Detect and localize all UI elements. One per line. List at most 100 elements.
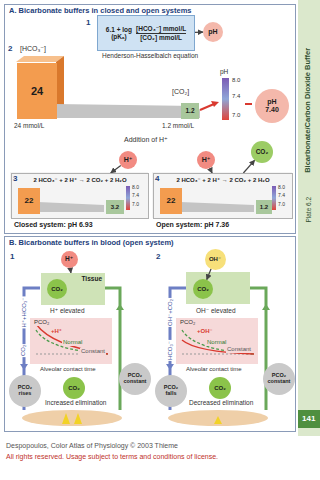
text-column: PCO₂ constant [267, 373, 291, 385]
node-text: CO₂ [68, 385, 80, 392]
text-column: 22 [167, 196, 176, 205]
co2-circle: CO₂ [193, 279, 213, 299]
curve-label: Constant [226, 346, 252, 353]
co2-block: 1.2 [181, 103, 199, 119]
concentration-label: 1.2 mmol/L [162, 122, 194, 129]
text-column: PCO₂ rises [13, 385, 37, 397]
ph-circle: pH [203, 22, 223, 42]
text-column: CO₂ [214, 385, 226, 392]
curve-label: Normal [206, 339, 227, 346]
bicarbonate-block: 22 [160, 188, 182, 214]
normal-curve [182, 330, 254, 354]
node-text: H⁺ [65, 255, 73, 262]
pco2-circle: PCO₂ rises [9, 375, 41, 407]
text-column: 1.2 [260, 204, 268, 211]
text-holder: 6.1 + log(pKₐ) [HCO₃⁻] mmol/L[CO₂] mmol/L [106, 25, 186, 42]
text-column: OH⁻ [209, 256, 221, 263]
scale-value: 8.0 [232, 77, 240, 84]
text-column: PCO₂ falls [159, 385, 183, 397]
node-text: PCO₂ constant [267, 373, 291, 385]
flow-label: H⁺+HCO₃⁻ [21, 296, 28, 328]
node-text: [CO₂] mmol/L [140, 34, 182, 41]
ph-scale [222, 78, 229, 120]
text-holder: 3.2 [111, 204, 119, 211]
closed-system-panel: 2 HCO₃⁻ + 2 H⁺ → 2 CO₂ + 2 H₂O 22 3.2 [11, 173, 149, 219]
page-band [298, 410, 320, 428]
text-holder: pH7.40 [265, 98, 279, 114]
text-column: 6.1 + log(pKₐ) [106, 26, 132, 41]
ph-scale [272, 186, 276, 210]
scale-value: 7.0 [132, 202, 139, 208]
footer-text: All rights reserved. Usage subject to te… [6, 453, 218, 461]
node-text: 22 [25, 196, 34, 205]
text-column: 3.2 [111, 204, 119, 211]
node-text: 24 [31, 85, 43, 98]
text-holder: 24 [31, 85, 43, 98]
co2-circle: CO₂ [47, 279, 67, 299]
scale-value: 8.0 [278, 185, 285, 191]
text-holder: H⁺ [124, 156, 133, 164]
text-column: [HCO₃⁻] mmol/L[CO₂] mmol/L [136, 25, 186, 42]
node-text: 1.2 [185, 107, 194, 114]
tissue-box: TissueCO₂ [41, 273, 105, 305]
text-column: 24 [31, 85, 43, 98]
co2-circle: CO₂ [209, 377, 231, 399]
callout-number: 4 [155, 174, 159, 183]
node-text: 1.2 [260, 204, 268, 211]
pco2-circle: PCO₂ falls [155, 375, 187, 407]
ph-pointer [245, 103, 252, 105]
curve-label: +OH⁻ [196, 328, 214, 335]
subpanel-ground [152, 172, 292, 218]
elimination-arrow [62, 413, 70, 424]
co2-block: 1.2 [256, 200, 272, 214]
text-holder: H⁺ [202, 156, 211, 164]
scale-value: 7.4 [132, 193, 139, 199]
text-holder: Tissue [82, 275, 102, 282]
graph-ground [30, 318, 112, 364]
node-text: OH⁻ [209, 256, 221, 263]
tissue-box [186, 272, 250, 304]
node-text: CO₂ [214, 385, 226, 392]
scale-value: 7.0 [232, 112, 240, 119]
text-column: CO₂ [256, 148, 269, 155]
red-arrow [200, 104, 214, 110]
bicarbonate-block: 22 [18, 188, 40, 214]
pco2-circle: PCO₂ constant [263, 363, 295, 395]
text-holder: PCO₂ rises [13, 385, 37, 397]
red-arrowhead [211, 101, 219, 107]
text-holder: CO₂ [256, 148, 269, 155]
node-text: PCO₂ rises [13, 385, 37, 397]
node-text: pH [208, 28, 217, 36]
proton-circle: H⁺ [197, 151, 215, 169]
curve-label: Normal [62, 339, 83, 346]
node-text: 2 HCO₃⁻ + 2 H⁺ → 2 CO₂ + 2 H₂O [33, 177, 126, 184]
node-text: CO₂ [256, 148, 269, 155]
node-text: CO₂ [197, 286, 209, 293]
text-holder: 22 [167, 196, 176, 205]
elimination-label: Decreased elimination [188, 399, 254, 406]
node-text: Tissue [82, 275, 102, 282]
result-label: Closed system: pH 6.93 [14, 221, 93, 229]
step-label: Addition of H⁺ [124, 136, 168, 144]
curve-label: Constant [80, 348, 106, 355]
subpanel-ground [10, 172, 148, 218]
node-text: 22 [167, 196, 176, 205]
lung-shape [168, 410, 268, 426]
condition-label: OH⁻ elevated [196, 307, 236, 314]
text-holder: CO₂ [197, 286, 209, 293]
node-text: 2 HCO₃⁻ + 2 H⁺ → 2 CO₂ + 2 H₂O [176, 177, 269, 184]
scale-value: 7.0 [278, 202, 285, 208]
text-holder: H⁺ [65, 255, 73, 262]
open-system-panel: 2 HCO₃⁻ + 2 H⁺ → 2 CO₂ + 2 H₂O 22 1.2 [153, 173, 293, 219]
block-top [16, 56, 64, 62]
node-text: pH [267, 98, 276, 106]
text-holder: pH [208, 28, 217, 36]
result-label: Open system: pH 7.36 [156, 221, 229, 229]
formula-box: 6.1 + log(pKₐ) [HCO₃⁻] mmol/L[CO₂] mmol/L [97, 15, 195, 51]
scale-value: 8.0 [132, 185, 139, 191]
lung-shape [22, 410, 122, 426]
axis-label: [HCO₃⁻] [20, 45, 46, 53]
section-panel: A. Bicarbonate buffers in closed and ope… [4, 4, 296, 234]
flow-arrowhead [116, 304, 124, 310]
proton-circle: H⁺ [119, 151, 137, 169]
